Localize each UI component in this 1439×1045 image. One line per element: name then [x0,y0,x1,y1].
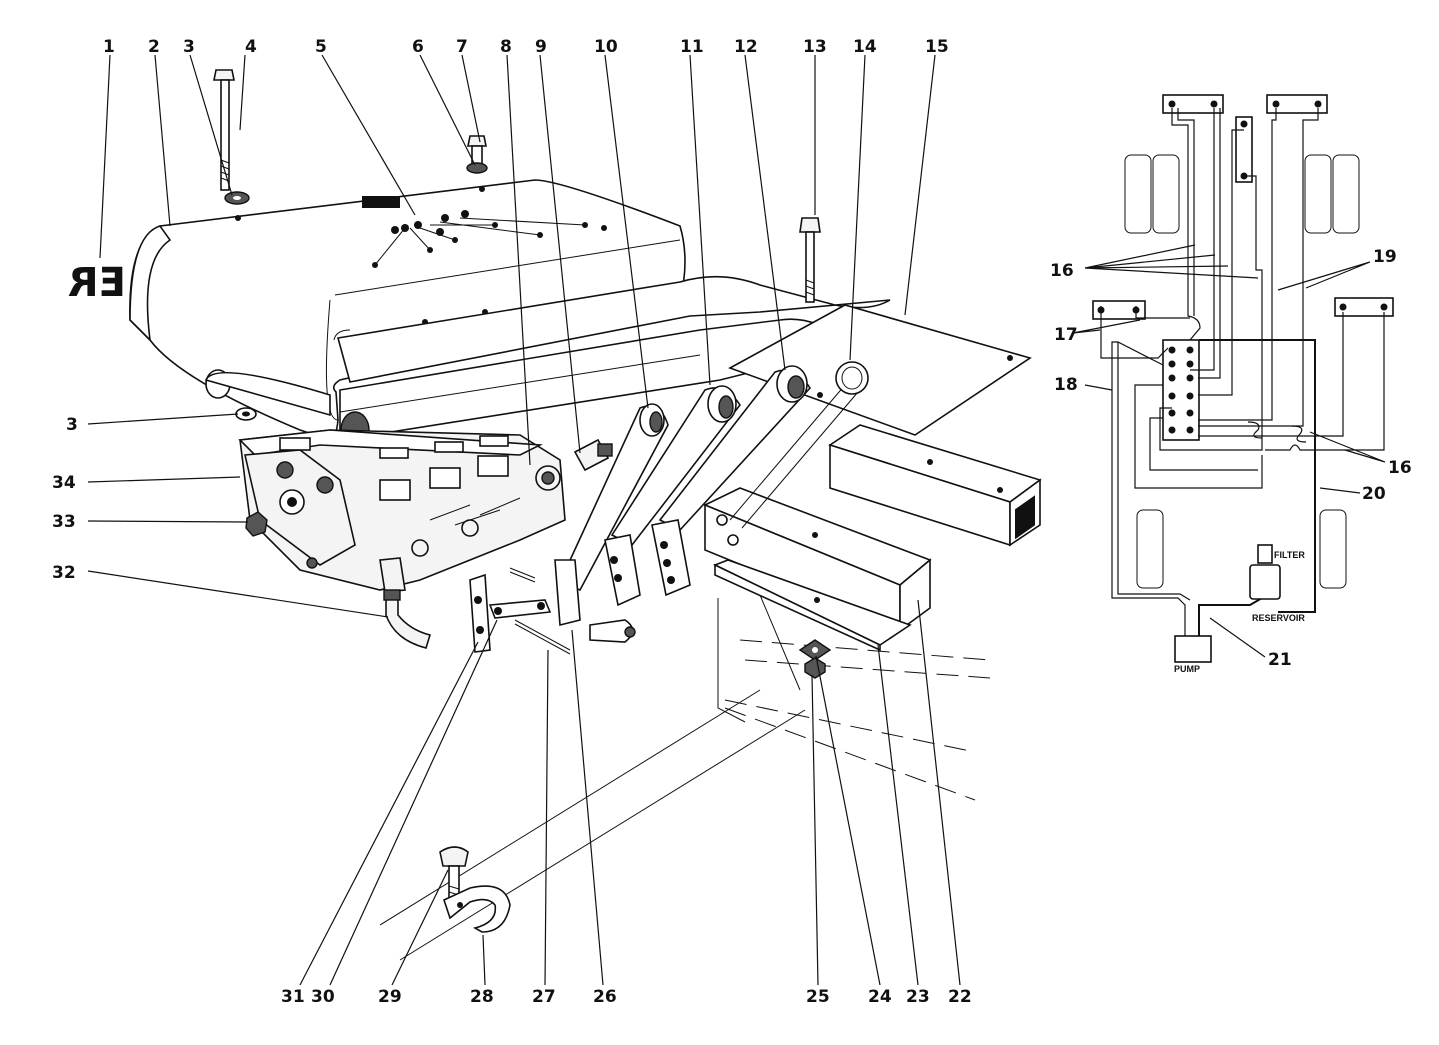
callout-8: 8 [500,37,512,57]
callout-33: 33 [52,512,76,532]
link-plate [469,573,636,653]
tractor-frame [379,594,991,961]
bolt-13 [799,217,821,303]
bolt-7 [467,135,487,167]
callout-18: 18 [1054,375,1078,395]
callout-4: 4 [245,37,257,57]
callout-17: 17 [1054,325,1078,345]
callout-3-lower: 3 [66,415,78,435]
callout-29: 29 [378,987,402,1007]
callout-28: 28 [470,987,494,1007]
callout-5: 5 [315,37,327,57]
valve-body [238,429,566,593]
callout-23: 23 [906,987,930,1007]
callout-26: 26 [593,987,617,1007]
callout-16-upper: 16 [1050,261,1074,281]
callout-2: 2 [148,37,160,57]
decal-lettering: ER [68,260,126,306]
reservoir-label: RESERVOIR [1252,613,1305,623]
bolt-4 [213,69,235,191]
fitting-9 [573,438,613,472]
callout-20: 20 [1362,484,1386,504]
hydraulic-schematic: PUMP RESERVOIR FILTER 16 19 17 18 16 20 … [1050,94,1412,674]
callout-32: 32 [52,563,76,583]
washer-24 [798,639,832,661]
filter: FILTER [1257,544,1305,564]
callout-22: 22 [948,987,972,1007]
lever-11 [604,385,741,607]
callout-13: 13 [803,37,827,57]
callout-30: 30 [311,987,335,1007]
svg-text:ER: ER [68,260,126,306]
valve-cover: ER [68,179,686,441]
callout-21: 21 [1268,650,1292,670]
angle-bracket [712,559,912,652]
callout-25: 25 [806,987,830,1007]
square-tube-lower [703,487,932,632]
callout-15: 15 [925,37,949,57]
filter-label: FILTER [1274,550,1305,560]
callout-19: 19 [1373,247,1397,267]
callout-3: 3 [183,37,195,57]
washer-6 [466,162,488,174]
callout-labels: 1 2 3 4 5 6 7 8 9 10 11 12 13 14 15 3 34… [52,37,972,1007]
mounting-plate [728,304,1032,436]
schematic-hoses [1100,108,1385,636]
callout-9: 9 [535,37,547,57]
callout-6: 6 [412,37,424,57]
nut-33 [245,511,268,537]
callout-31: 31 [281,987,305,1007]
callout-11: 11 [680,37,704,57]
schematic-leaders [1072,244,1386,658]
nut-25 [804,657,826,679]
lever-12 [651,365,812,597]
cylinders [1092,94,1394,320]
callout-10: 10 [594,37,618,57]
square-tube-upper [828,424,1042,547]
pump: PUMP [1174,635,1212,674]
lever-14 [729,361,869,529]
callout-34: 34 [52,473,76,493]
callout-7: 7 [456,37,468,57]
reservoir: RESERVOIR [1249,564,1305,623]
pin-27 [514,619,571,655]
callout-1: 1 [103,37,115,57]
hose-clamp-28 [443,885,511,933]
lever-10 [554,403,669,627]
leader-lines [87,54,961,986]
pin-30 [509,567,536,583]
callout-27: 27 [532,987,556,1007]
callout-12: 12 [734,37,758,57]
callout-24: 24 [868,987,892,1007]
valve-block-schematic [1162,339,1200,441]
callout-14: 14 [853,37,877,57]
tire-outlines [1124,154,1360,589]
control-pattern-decal [362,196,588,268]
washer-3-upper [224,191,250,205]
washer-3-lower [235,407,257,421]
elbow-fitting-32 [383,589,432,649]
pump-label: PUMP [1174,664,1200,674]
callout-16-lower: 16 [1388,458,1412,478]
